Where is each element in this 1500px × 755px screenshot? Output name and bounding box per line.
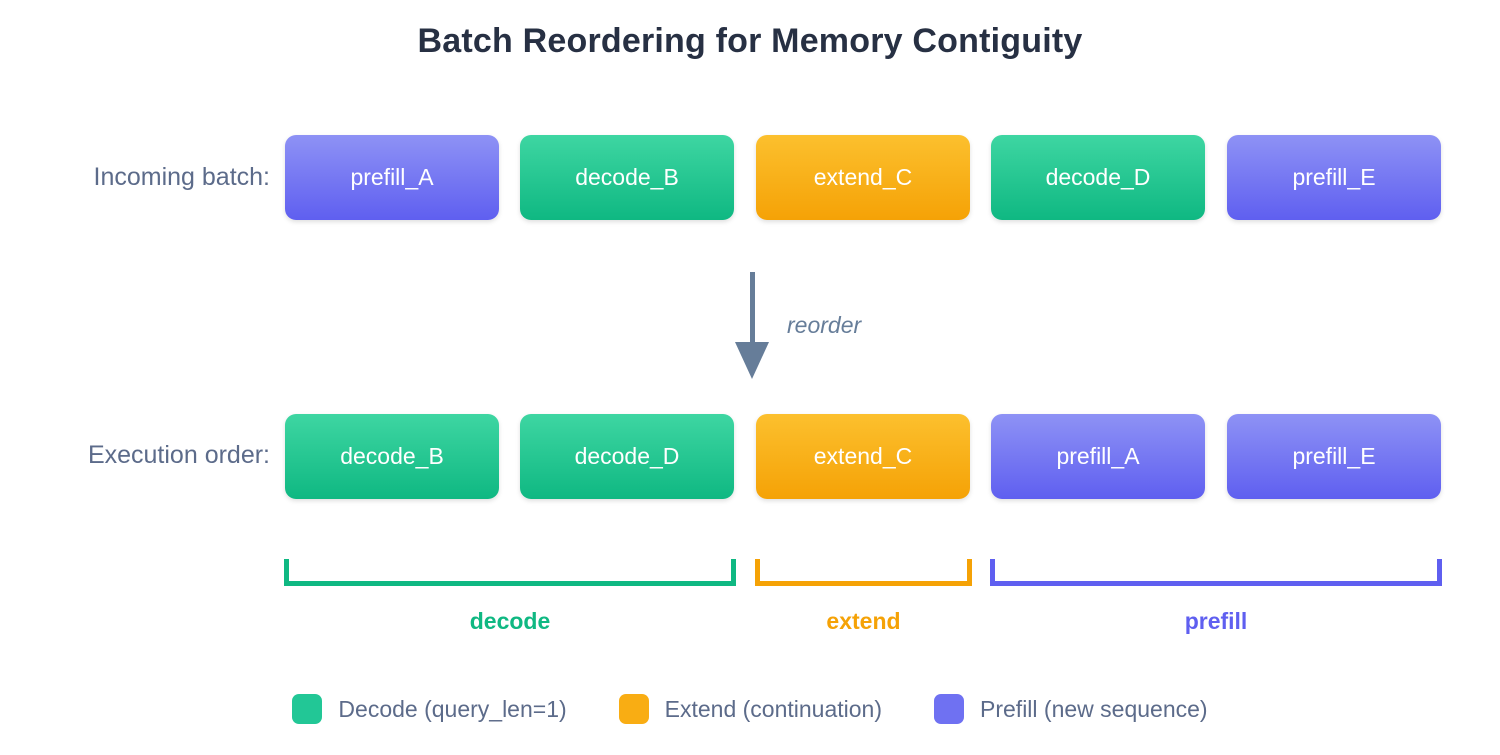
reorder-label: reorder: [787, 312, 862, 338]
legend-item-decode: Decode (query_len=1): [292, 694, 567, 724]
bracket-tick-left: [990, 559, 995, 586]
task-box-extend-c[interactable]: extend_C: [756, 135, 970, 220]
task-box-label: decode_D: [1045, 164, 1151, 190]
legend-item-prefill: Prefill (new sequence): [934, 694, 1208, 724]
task-box-decode-b[interactable]: decode_B: [285, 414, 499, 499]
group-label-prefill: prefill: [1184, 608, 1248, 634]
bracket-tick-left: [284, 559, 289, 586]
bracket-tick-left: [755, 559, 760, 586]
incoming-batch-label: Incoming batch:: [93, 163, 271, 191]
legend-label: Prefill (new sequence): [980, 695, 1208, 722]
task-box-label: decode_B: [575, 164, 679, 190]
legend-label: Extend (continuation): [664, 695, 883, 722]
task-box-prefill-e[interactable]: prefill_E: [1227, 414, 1441, 499]
task-box-label: extend_C: [813, 164, 913, 190]
task-box-extend-c[interactable]: extend_C: [756, 414, 970, 499]
bracket-tick-right: [967, 559, 972, 586]
group-bracket-decode: [284, 559, 736, 586]
legend-swatch-decode: [292, 694, 323, 724]
task-box-label: decode_D: [574, 443, 680, 469]
legend-swatch-prefill: [934, 694, 965, 724]
task-box-decode-d[interactable]: decode_D: [991, 135, 1205, 220]
task-box-label: extend_C: [813, 443, 913, 469]
bracket-bar: [990, 581, 1442, 586]
execution-order-label: Execution order:: [87, 441, 270, 469]
bracket-bar: [755, 581, 972, 586]
bracket-bar: [284, 581, 736, 586]
group-label-extend: extend: [826, 608, 901, 634]
bracket-tick-right: [731, 559, 736, 586]
task-box-prefill-e[interactable]: prefill_E: [1227, 135, 1441, 220]
task-box-label: prefill_A: [1056, 443, 1140, 469]
legend-item-extend: Extend (continuation): [618, 694, 883, 724]
task-box-decode-b[interactable]: decode_B: [520, 135, 734, 220]
group-bracket-prefill: [990, 559, 1442, 586]
task-box-label: prefill_A: [350, 164, 434, 190]
legend-label: Decode (query_len=1): [338, 695, 567, 722]
page-title: Batch Reordering for Memory Contiguity: [417, 22, 1083, 60]
arrow-head: [735, 342, 769, 379]
task-box-label: prefill_E: [1292, 443, 1376, 469]
task-box-prefill-a[interactable]: prefill_A: [285, 135, 499, 220]
arrow-shaft: [750, 272, 755, 345]
task-box-prefill-a[interactable]: prefill_A: [991, 414, 1205, 499]
group-label-decode: decode: [469, 608, 551, 634]
legend-swatch-extend: [618, 694, 649, 724]
task-box-label: prefill_E: [1292, 164, 1376, 190]
group-bracket-extend: [755, 559, 972, 586]
bracket-tick-right: [1437, 559, 1442, 586]
task-box-decode-d[interactable]: decode_D: [520, 414, 734, 499]
legend: Decode (query_len=1) Extend (continuation…: [0, 694, 1500, 724]
task-box-label: decode_B: [340, 443, 444, 469]
